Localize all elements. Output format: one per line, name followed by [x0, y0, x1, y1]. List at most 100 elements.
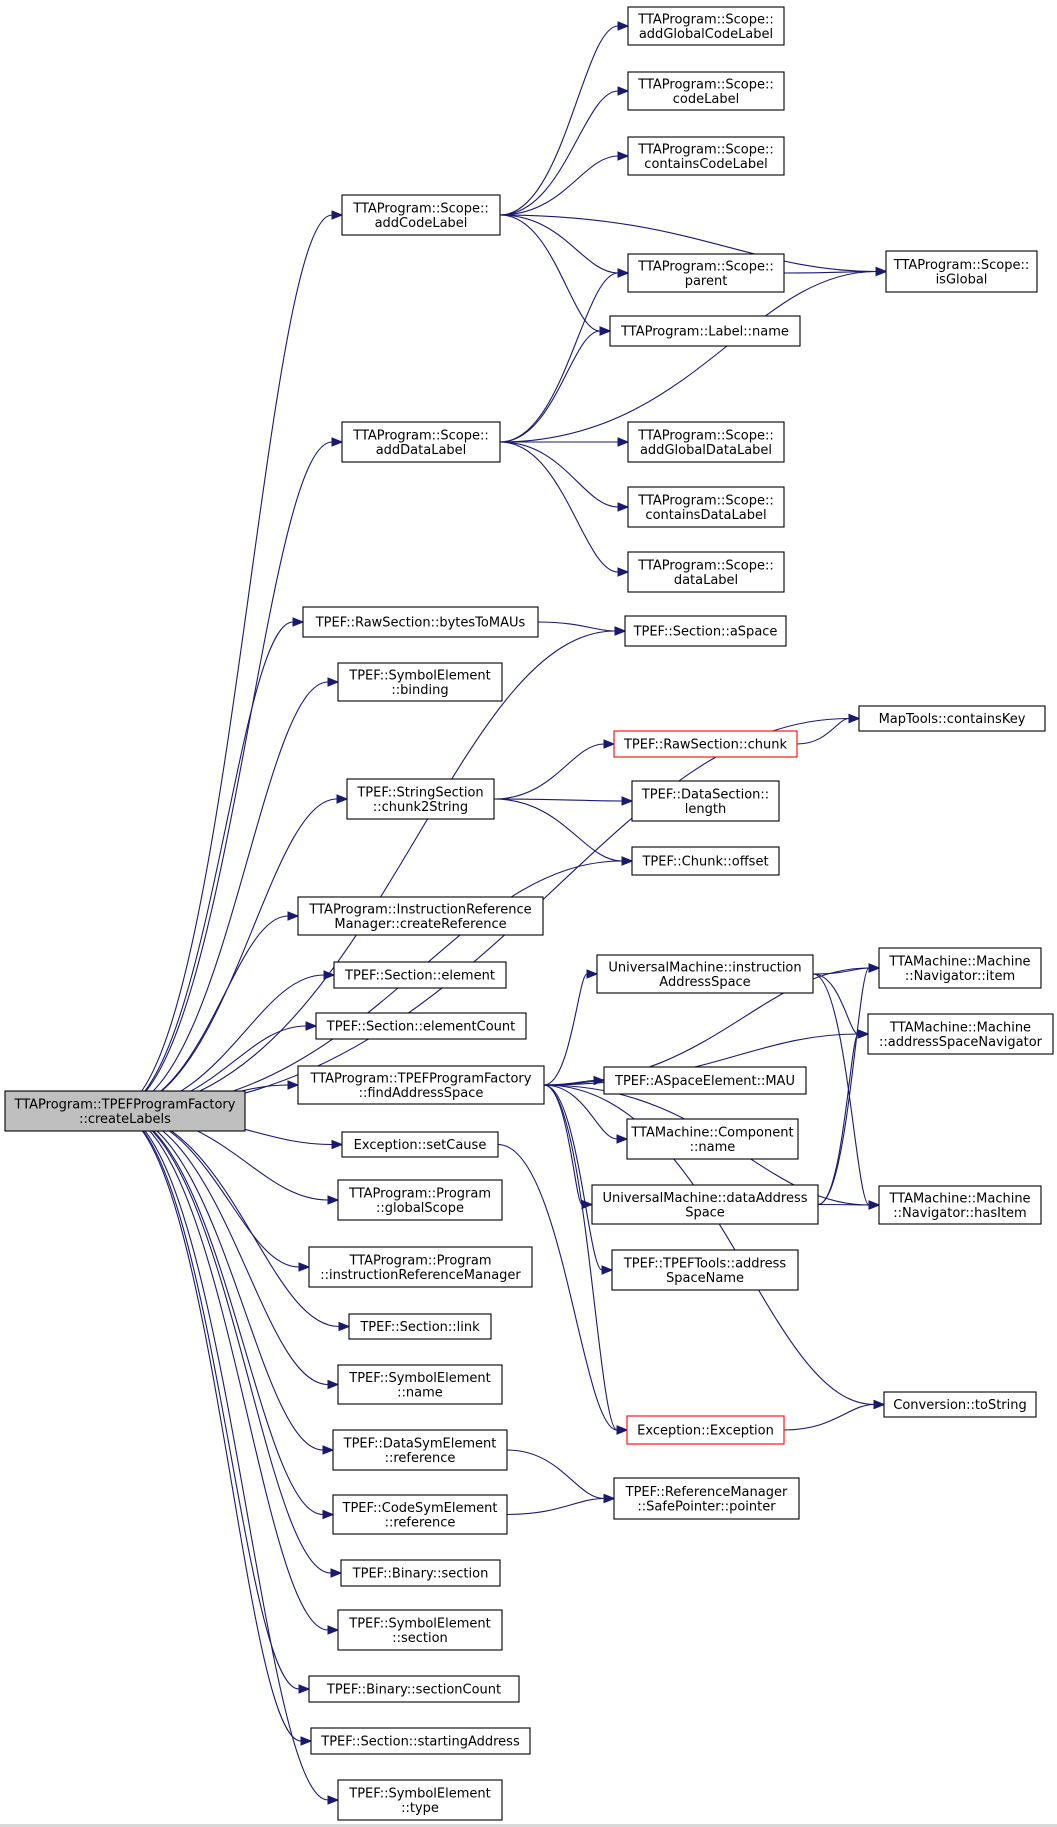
node-addGlobalCodeLabel[interactable]: TTAProgram::Scope::addGlobalCodeLabel	[627, 6, 785, 46]
node-binding[interactable]: TPEF::SymbolElement::binding	[337, 662, 503, 702]
node-label: Manager::createReference	[334, 917, 506, 932]
node-setCause[interactable]: Exception::setCause	[341, 1131, 499, 1158]
node-cseRef[interactable]: TPEF::CodeSymElement::reference	[332, 1494, 508, 1535]
node-compName[interactable]: TTAMachine::Component::name	[626, 1118, 799, 1160]
node-seName[interactable]: TPEF::SymbolElement::name	[337, 1364, 503, 1405]
node-addCodeLabel[interactable]: TTAProgram::Scope::addCodeLabel	[341, 194, 501, 236]
node-box	[611, 1249, 799, 1291]
node-box	[333, 961, 507, 989]
edge-root-to-sectionCount	[112, 1110, 311, 1694]
edge-line	[499, 214, 619, 274]
node-toString[interactable]: Conversion::toString	[883, 1391, 1037, 1418]
node-box	[337, 1609, 503, 1651]
node-aSpace[interactable]: TPEF::Section::aSpace	[624, 615, 787, 647]
node-seType[interactable]: TPEF::SymbolElement::type	[337, 1779, 503, 1821]
node-link[interactable]: TPEF::Section::link	[348, 1313, 492, 1340]
arrowhead-icon	[617, 21, 630, 31]
node-containsCodeLabel[interactable]: TTAProgram::Scope::containsCodeLabel	[627, 136, 785, 176]
node-label: TPEF::ASpaceElement::MAU	[614, 1074, 795, 1089]
node-pointer[interactable]: TPEF::ReferenceManager::SafePointer::poi…	[613, 1477, 800, 1520]
node-box	[858, 705, 1046, 732]
edge-addDataLabel-to-addGlobalDataLabel	[500, 437, 630, 447]
node-label: TTAProgram::Scope::	[637, 493, 774, 508]
node-bytesToMAUs[interactable]: TPEF::RawSection::bytesToMAUs	[302, 606, 539, 638]
arrowhead-icon	[327, 677, 340, 687]
arrowhead-icon	[323, 970, 336, 980]
node-hasItem[interactable]: TTAMachine::Machine::Navigator::hasItem	[878, 1185, 1042, 1225]
node-label: Exception::Exception	[637, 1424, 774, 1439]
node-dataLabel[interactable]: TTAProgram::Scope::dataLabel	[627, 551, 785, 593]
node-mau[interactable]: TPEF::ASpaceElement::MAU	[603, 1066, 807, 1095]
edge-addCodeLabel-to-containsCodeLabel	[499, 151, 630, 216]
node-irm[interactable]: TTAProgram::Program::instructionReferenc…	[308, 1246, 533, 1288]
arrowhead-icon	[327, 1195, 340, 1205]
edge-addDataLabel-to-isGlobal	[499, 266, 888, 443]
edge-chunk2String-to-offset	[493, 798, 634, 866]
node-offset[interactable]: TPEF::Chunk::offset	[631, 846, 780, 876]
edge-root-to-seSection	[112, 1110, 340, 1635]
node-exception[interactable]: Exception::Exception	[626, 1415, 785, 1445]
node-sectionCount[interactable]: TPEF::Binary::sectionCount	[308, 1675, 520, 1703]
node-containsKey[interactable]: MapTools::containsKey	[858, 705, 1046, 732]
node-label: ::instructionReferenceManager	[320, 1268, 521, 1283]
node-label: TPEF::Section::startingAddress	[320, 1735, 520, 1750]
node-asNav[interactable]: TTAMachine::Machine::addressSpaceNavigat…	[867, 1013, 1054, 1055]
edge-line	[817, 1033, 859, 1206]
arrowhead-icon	[331, 1139, 344, 1150]
node-containsDataLabel[interactable]: TTAProgram::Scope::containsDataLabel	[627, 486, 785, 528]
node-box	[631, 846, 780, 876]
edge-line	[796, 717, 850, 745]
arrowhead-icon	[614, 626, 627, 636]
node-createReference[interactable]: TTAProgram::InstructionReferenceManager:…	[297, 896, 544, 936]
arrowhead-icon	[287, 1080, 300, 1090]
node-addDataLabel[interactable]: TTAProgram::Scope::addDataLabel	[341, 421, 501, 463]
node-label: containsCodeLabel	[644, 157, 767, 172]
node-elementCount[interactable]: TPEF::Section::elementCount	[315, 1012, 527, 1040]
node-box	[348, 1313, 492, 1340]
node-label: TTAProgram::Label::name	[620, 325, 789, 340]
node-length[interactable]: TPEF::DataSection::length	[631, 780, 780, 822]
edge-instrAS-to-asNav	[812, 973, 870, 1039]
node-chunk[interactable]: TPEF::RawSection::chunk	[613, 730, 798, 758]
node-parent[interactable]: TTAProgram::Scope::parent	[627, 253, 785, 293]
arrowhead-icon	[617, 268, 630, 278]
node-box	[337, 1179, 503, 1221]
arrowhead-icon	[322, 1445, 335, 1455]
arrowhead-icon	[327, 1379, 340, 1390]
node-isGlobal[interactable]: TTAProgram::Scope::isGlobal	[885, 250, 1038, 293]
node-label: UniversalMachine::dataAddress	[603, 1191, 808, 1206]
node-label: TTAProgram::Scope::	[893, 258, 1030, 273]
node-findAS[interactable]: TTAProgram::TPEFProgramFactory::findAddr…	[297, 1065, 545, 1105]
node-dseRef[interactable]: TPEF::DataSymElement::reference	[332, 1429, 508, 1471]
node-addGlobalDataLabel[interactable]: TTAProgram::Scope::addGlobalDataLabel	[627, 421, 785, 463]
node-label: TTAMachine::Machine	[889, 1020, 1031, 1035]
node-seSection[interactable]: TPEF::SymbolElement::section	[337, 1609, 503, 1651]
node-chunk2String[interactable]: TPEF::StringSection::chunk2String	[346, 778, 495, 820]
edge-findAS-to-dataAS	[543, 1084, 594, 1210]
edge-line	[499, 330, 601, 443]
node-box	[315, 1012, 527, 1040]
node-root[interactable]: TTAProgram::TPEFProgramFactory::createLa…	[4, 1090, 246, 1132]
node-label: UniversalMachine::instruction	[608, 960, 801, 975]
edge-line	[112, 1110, 324, 1516]
edge-addDataLabel-to-labelName	[499, 326, 612, 443]
arrowhead-icon	[857, 1029, 870, 1039]
node-label: addGlobalDataLabel	[640, 443, 772, 458]
node-startingAddress[interactable]: TPEF::Section::startingAddress	[310, 1727, 531, 1755]
node-globalScope[interactable]: TTAProgram::Program::globalScope	[337, 1179, 503, 1221]
arrowhead-icon	[848, 713, 861, 724]
node-navItem[interactable]: TTAMachine::Machine::Navigator::item	[878, 947, 1042, 989]
edge-dataAS-to-asNav	[817, 1029, 870, 1206]
node-binSection[interactable]: TPEF::Binary::section	[340, 1559, 501, 1587]
node-codeLabel[interactable]: TTAProgram::Scope::codeLabel	[627, 71, 785, 111]
node-box	[337, 1779, 503, 1821]
node-instrAS[interactable]: UniversalMachine::instructionAddressSpac…	[596, 954, 814, 994]
node-element[interactable]: TPEF::Section::element	[333, 961, 507, 989]
edge-line	[493, 743, 605, 800]
node-label: TPEF::Section::aSpace	[633, 625, 778, 640]
arrowhead-icon	[298, 1684, 311, 1694]
node-labelName[interactable]: TTAProgram::Label::name	[609, 315, 801, 347]
node-box	[591, 1184, 819, 1225]
